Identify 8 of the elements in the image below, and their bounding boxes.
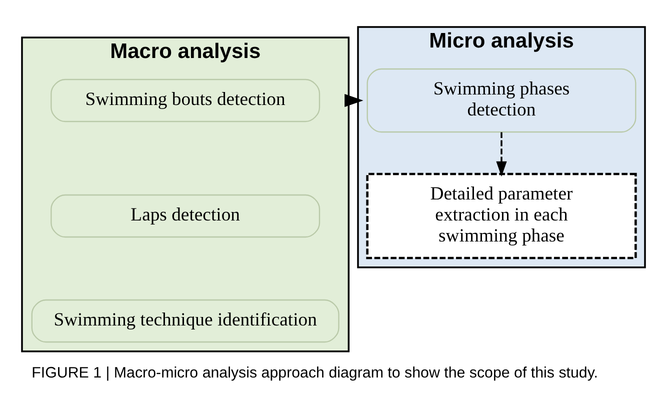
node-box: Swimming technique identification	[31, 299, 340, 343]
arrow	[344, 94, 364, 108]
node-box: Laps detection	[50, 194, 320, 238]
node-box: Swimming phases detection	[366, 68, 636, 133]
caption: FIGURE 1 | Macro-micro analysis approach diagram to show the scope of this study.	[32, 364, 598, 382]
node-box: Detailed parameter extraction in each swimming phase	[366, 172, 637, 260]
node-box: Swimming bouts detection	[50, 78, 320, 122]
arrow	[496, 132, 507, 177]
